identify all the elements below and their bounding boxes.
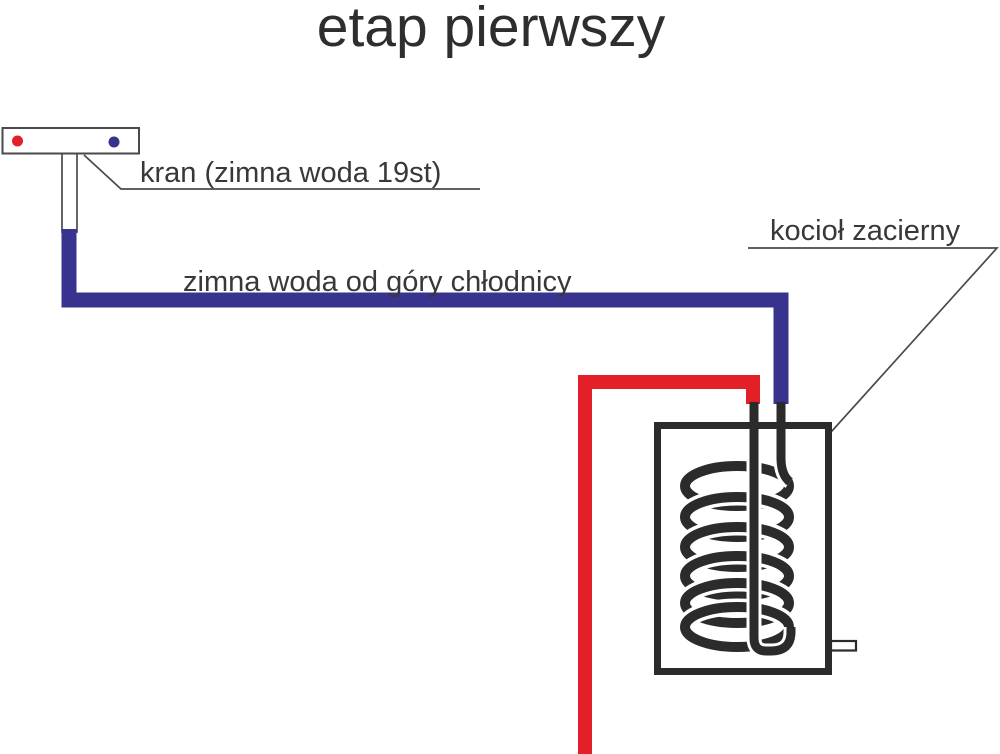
cooling-coil <box>676 457 798 656</box>
tap-label: kran (zimna woda 19st) <box>140 157 441 189</box>
tap-label-leader-line <box>83 154 480 190</box>
cold-indicator-icon <box>108 136 120 148</box>
page-title: etap pierwszy <box>317 0 666 59</box>
warm-water-pipe <box>578 375 760 754</box>
cold-water-pipe <box>61 229 789 404</box>
cold-pipe-label: zimna woda od góry chłodnicy <box>183 266 572 298</box>
hot-indicator-icon <box>12 135 23 147</box>
kettle-label-leader-line <box>748 247 999 453</box>
kettle-drain-nozzle <box>829 639 858 652</box>
coil-inlet-pipe <box>746 402 799 659</box>
coil-outlet-pipe <box>773 402 796 488</box>
tap-stem-pipe <box>61 149 78 233</box>
kettle-label: kocioł zacierny <box>770 215 961 247</box>
